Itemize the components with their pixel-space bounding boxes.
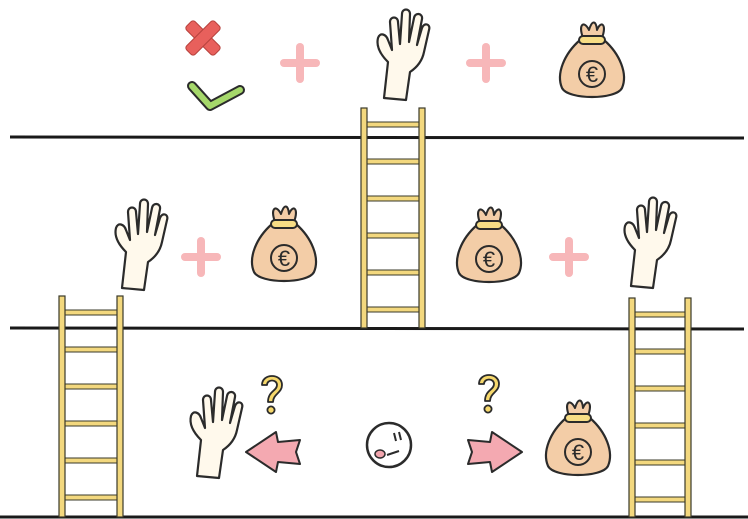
ladder-rung bbox=[64, 457, 118, 464]
question-icon bbox=[261, 375, 283, 415]
euro-symbol: € bbox=[278, 246, 290, 271]
euro-symbol: € bbox=[483, 247, 495, 272]
hand-icon bbox=[376, 8, 431, 102]
ladder-rail bbox=[418, 107, 426, 329]
ladder-rung bbox=[366, 232, 420, 239]
arrow-right-icon bbox=[467, 431, 523, 473]
hand-icon bbox=[623, 196, 678, 290]
floor-line-top bbox=[9, 135, 745, 140]
ladder-rail bbox=[628, 297, 636, 518]
cross-icon bbox=[185, 20, 221, 56]
ladder-rung bbox=[634, 348, 686, 355]
thinking-face-icon bbox=[365, 421, 413, 469]
plus-icon bbox=[549, 237, 589, 277]
ladder-center bbox=[360, 107, 426, 329]
money-bag-icon: € bbox=[250, 205, 318, 283]
ladder-rung bbox=[366, 269, 420, 276]
money-bag-icon: € bbox=[558, 21, 626, 99]
ladder-rung bbox=[366, 195, 420, 202]
ladder-left bbox=[58, 295, 124, 518]
ladder-rung bbox=[366, 121, 420, 128]
ladder-right bbox=[628, 297, 692, 518]
money-bag-icon: € bbox=[544, 399, 612, 477]
arrow-left-icon bbox=[245, 431, 301, 473]
plus-icon bbox=[181, 237, 221, 277]
ladder-rung bbox=[634, 496, 686, 503]
ladder-rung bbox=[64, 383, 118, 390]
ladder-rung bbox=[366, 306, 420, 313]
plus-icon bbox=[280, 43, 320, 83]
question-icon bbox=[478, 374, 500, 414]
euro-symbol: € bbox=[572, 440, 584, 465]
ladder-rung bbox=[634, 459, 686, 466]
floor-line-middle bbox=[9, 326, 745, 331]
ladder-rail bbox=[58, 295, 66, 518]
hand-icon bbox=[189, 386, 244, 480]
ladder-rail bbox=[360, 107, 368, 329]
ladder-rung bbox=[366, 158, 420, 165]
plus-icon bbox=[466, 43, 506, 83]
ladder-rung bbox=[64, 420, 118, 427]
euro-symbol: € bbox=[586, 62, 598, 87]
ladder-rung bbox=[634, 385, 686, 392]
hand-icon bbox=[114, 198, 169, 292]
money-bag-icon: € bbox=[455, 206, 523, 284]
ladder-rail bbox=[684, 297, 692, 518]
ladder-rung bbox=[634, 311, 686, 318]
ladder-rung bbox=[64, 309, 118, 316]
floor-lines bbox=[0, 135, 748, 519]
ladder-rung bbox=[64, 494, 118, 501]
ladder-rail bbox=[116, 295, 124, 518]
ladder-rung bbox=[634, 422, 686, 429]
ladder-rung bbox=[64, 346, 118, 353]
